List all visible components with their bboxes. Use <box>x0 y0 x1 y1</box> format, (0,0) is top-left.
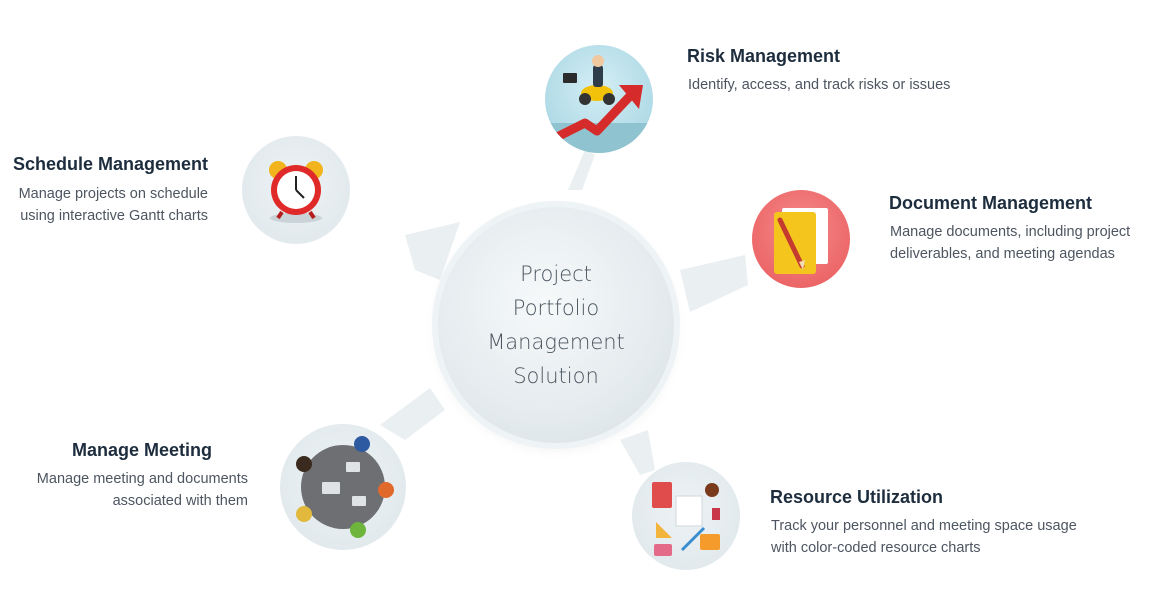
meeting-title: Manage Meeting <box>71 440 212 460</box>
schedule-title: Schedule Management <box>12 154 208 174</box>
desk-supplies-icon <box>632 462 740 570</box>
schedule-desc-line-1: Manage projects on schedule <box>18 186 208 202</box>
ray-meeting <box>380 388 445 440</box>
meeting-table-icon <box>280 424 406 550</box>
document-desc-line-1: Manage documents, including project <box>890 224 1131 240</box>
document-title: Document Management <box>889 193 1093 213</box>
center-line-4: Solution <box>513 364 599 388</box>
center-line-2: Portfolio <box>512 296 600 320</box>
resource-desc: Track your personnel and meeting space u… <box>771 515 1077 559</box>
center-line-1: Project <box>520 262 592 286</box>
resource-desc-line-2: with color-coded resource charts <box>771 540 981 556</box>
resource-title: Resource Utilization <box>770 487 944 507</box>
ray-document <box>680 255 748 312</box>
document-desc: Manage documents, including project deli… <box>890 221 1130 265</box>
alarm-clock-icon <box>242 136 350 244</box>
ray-risk <box>568 150 595 190</box>
meeting-desc-line-2: associated with them <box>112 493 248 509</box>
risk-desc: Identify, access, and track risks or iss… <box>688 74 950 96</box>
ray-schedule <box>405 222 460 280</box>
risk-desc-line-1: Identify, access, and track risks or iss… <box>688 77 951 93</box>
schedule-desc: Manage projects on schedule using intera… <box>19 183 208 227</box>
schedule-desc-line-2: using interactive Gantt charts <box>20 208 208 224</box>
rising-arrow-businessman-icon <box>545 45 653 153</box>
meeting-desc: Manage meeting and documents associated … <box>37 468 248 512</box>
resource-desc-line-1: Track your personnel and meeting space u… <box>771 518 1077 534</box>
center-circle: Project Portfolio Management Solution <box>438 207 674 443</box>
document-desc-line-2: deliverables, and meeting agendas <box>890 246 1115 262</box>
risk-title: Risk Management <box>687 46 841 66</box>
meeting-desc-line-1: Manage meeting and documents <box>36 471 248 487</box>
ray-resource <box>620 430 655 475</box>
center-line-3: Management <box>487 330 625 354</box>
folder-pencil-icon <box>752 190 850 288</box>
